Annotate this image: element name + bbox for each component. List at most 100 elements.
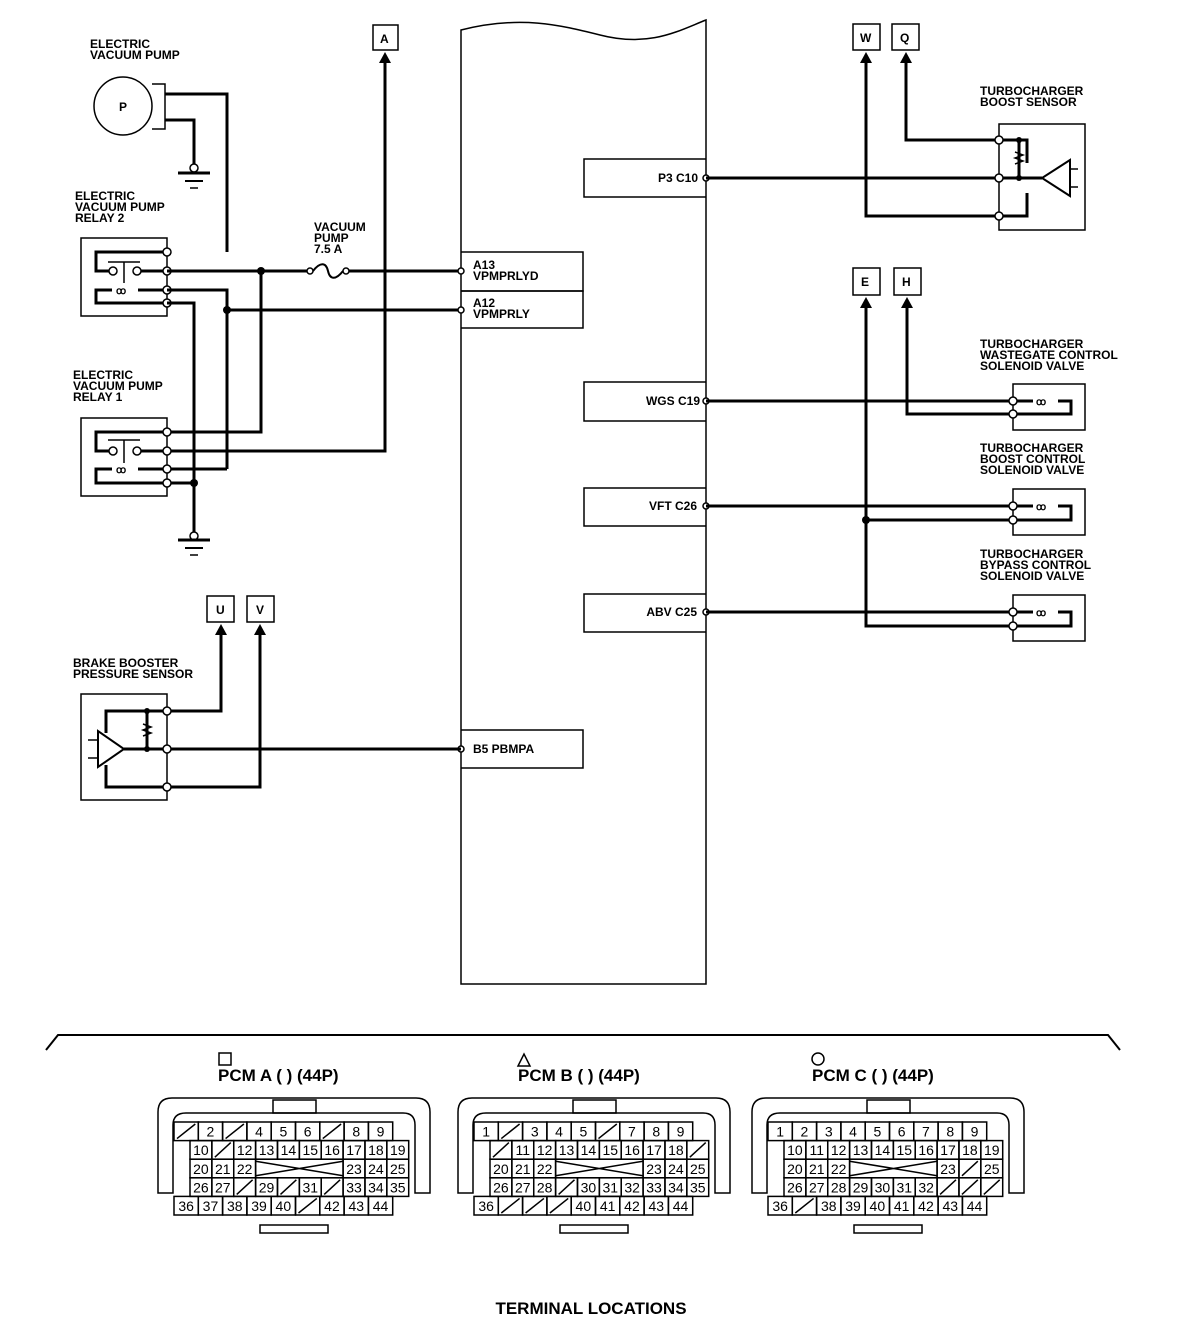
coil-icon: ꝏ [1036, 397, 1046, 408]
terminal-number: 10 [193, 1142, 209, 1158]
boost-valve-label-2: BOOST CONTROL [980, 452, 1085, 466]
terminal-number: 4 [849, 1124, 857, 1140]
terminal-number: 2 [207, 1124, 215, 1140]
circle-marker-icon [811, 1052, 825, 1066]
terminal-number: 25 [690, 1161, 706, 1177]
terminal-number: 29 [259, 1179, 275, 1195]
terminal-number: 28 [831, 1179, 847, 1195]
unused-cavity-icon [558, 1179, 575, 1195]
terminal-number: 41 [894, 1198, 910, 1214]
terminal-number: 9 [377, 1124, 385, 1140]
coil-icon: ꝏ [1036, 608, 1046, 619]
coil-icon: ꝏ [116, 465, 126, 476]
connector-ref-v: V [246, 595, 275, 635]
terminal-number: 39 [845, 1198, 861, 1214]
ref-v-label: V [256, 603, 264, 617]
terminal-number: 25 [390, 1161, 406, 1177]
terminal-number: 8 [946, 1124, 954, 1140]
connector-title: PCM B ( ) (44P) [518, 1066, 640, 1085]
unused-cavity-icon [983, 1179, 1001, 1195]
terminal-number: 29 [853, 1179, 869, 1195]
vft-label: VFT C26 [649, 499, 697, 513]
a13-pin: A13 [473, 258, 495, 272]
pcm-terminal-abv: ABV C25 [583, 593, 710, 633]
brake-booster-pressure-sensor: BRAKE BOOSTER PRESSURE SENSOR [73, 628, 461, 801]
triangle-marker-icon [516, 1052, 532, 1067]
wastegate-label-2: WASTEGATE CONTROL [980, 348, 1118, 362]
terminal-number: 36 [772, 1198, 788, 1214]
terminal-number: 39 [251, 1198, 267, 1214]
terminal-number: 31 [896, 1179, 912, 1195]
resistor-icon [1012, 151, 1026, 165]
fuse-vacuum-pump: VACUUM PUMP 7.5 A [306, 220, 366, 279]
unused-cavity-icon [500, 1123, 521, 1140]
terminal-number: 26 [787, 1179, 803, 1195]
terminal-cavity [980, 1177, 1004, 1198]
terminal-number: 37 [203, 1198, 219, 1214]
ref-a-label: A [380, 32, 389, 46]
terminal-number: 13 [259, 1142, 275, 1158]
ref-w-label: W [860, 31, 872, 45]
unused-cavity-icon [939, 1179, 957, 1195]
terminal-number: 12 [831, 1142, 847, 1158]
terminal-number: 18 [668, 1142, 684, 1158]
terminal-number: 20 [787, 1161, 803, 1177]
bypass-valve-label-3: SOLENOID VALVE [980, 569, 1084, 583]
connector-latch [866, 1099, 911, 1114]
terminal-number: 20 [493, 1161, 509, 1177]
terminal-number: 22 [831, 1161, 847, 1177]
terminal-number: 35 [390, 1179, 406, 1195]
terminal-number: 30 [875, 1179, 891, 1195]
wastegate-label-1: TURBOCHARGER [980, 337, 1084, 351]
unused-cavity-icon [549, 1197, 569, 1214]
terminal-number: 33 [346, 1179, 362, 1195]
terminal-number: 4 [255, 1124, 263, 1140]
terminal-number: 13 [853, 1142, 869, 1158]
wgs-label: WGS C19 [646, 394, 700, 408]
terminal-number: 28 [537, 1179, 553, 1195]
terminal-number: 32 [918, 1179, 934, 1195]
ref-q-label: Q [900, 31, 909, 45]
terminal-number: 42 [918, 1198, 934, 1214]
terminal-number: 36 [178, 1198, 194, 1214]
unused-cavity-icon [236, 1179, 254, 1195]
motor-icon [93, 76, 153, 136]
ref-h-label: H [902, 275, 911, 289]
unused-cavity-icon [500, 1197, 521, 1214]
electric-vacuum-pump: ELECTRIC VACUUM PUMP P [90, 37, 229, 252]
terminal-locations-bracket [45, 1034, 1121, 1051]
boost-sensor-label-2: BOOST SENSOR [980, 95, 1077, 109]
terminal-cavity [386, 1177, 410, 1198]
terminal-number: 12 [537, 1142, 553, 1158]
terminal-number: 7 [628, 1124, 636, 1140]
fuse-icon [312, 263, 344, 279]
fuse-label-1: VACUUM [314, 220, 366, 234]
terminal-number: 5 [279, 1124, 287, 1140]
terminal-number: 18 [962, 1142, 978, 1158]
connector-ref-h: H [893, 267, 922, 308]
boost-control-solenoid-valve: TURBOCHARGER BOOST CONTROL SOLENOID VALV… [980, 441, 1086, 536]
terminal-number: 16 [918, 1142, 934, 1158]
terminal-number: 5 [579, 1124, 587, 1140]
pcm-terminal-b5: B5 PBMPA [457, 729, 584, 769]
terminal-number: 33 [646, 1179, 662, 1195]
pcm-terminal-p3-c10: P3 C10 [583, 158, 710, 198]
wastegate-control-solenoid-valve: TURBOCHARGER WASTEGATE CONTROL SOLENOID … [980, 337, 1118, 431]
motor-symbol: P [119, 100, 127, 114]
terminal-number: 3 [825, 1124, 833, 1140]
terminal-number: 11 [516, 1142, 531, 1158]
terminal-number: 21 [809, 1161, 825, 1177]
terminal-number: 14 [875, 1142, 891, 1158]
square-marker-icon [218, 1052, 232, 1066]
terminal-number: 16 [324, 1142, 340, 1158]
terminal-number: 42 [624, 1198, 640, 1214]
unused-cavity-icon [176, 1123, 196, 1140]
connector-latch [572, 1099, 617, 1114]
terminal-locations-title: TERMINAL LOCATIONS [495, 1299, 686, 1318]
terminal-number: 42 [324, 1198, 340, 1214]
terminal-number: 4 [555, 1124, 563, 1140]
connector-housing [751, 1097, 1025, 1194]
terminal-number: 14 [281, 1142, 297, 1158]
